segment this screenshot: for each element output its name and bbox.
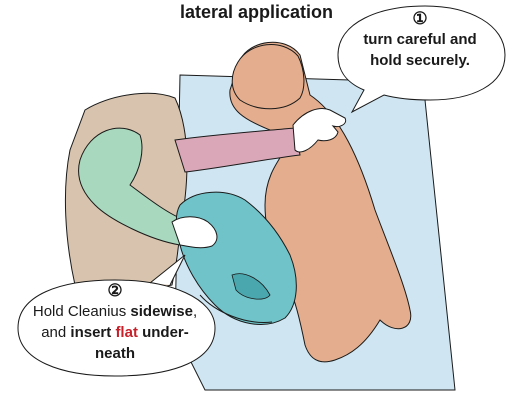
step-number-2: ② [20, 281, 210, 301]
bubble-2-emphasis-under: under- [138, 324, 189, 341]
bubble-2-line-2: and insert flat under- [20, 322, 210, 343]
bubble-2-text-and: and [41, 324, 70, 341]
bubble-2-text-c: , [193, 303, 197, 320]
bubble-2-emphasis-flat: flat [115, 324, 138, 341]
bubble-1-line-2: hold securely. [340, 50, 500, 71]
bubble-2-line-3: neath [20, 343, 210, 364]
bubble-2-line-1: Hold Cleanius sidewise, [20, 301, 210, 322]
bubble-2-emphasis-neath: neath [95, 345, 135, 362]
bubble-1-line-1: turn careful and [340, 29, 500, 50]
bubble-2-text: ② Hold Cleanius sidewise, and insert fla… [20, 281, 210, 364]
patient-head [232, 45, 304, 109]
bubble-2-text-a: Hold Cleanius [33, 303, 131, 320]
bubble-2-emphasis-sidewise: sidewise [130, 303, 193, 320]
step-number-1: ① [340, 9, 500, 29]
bubble-2-emphasis-insert: insert [70, 324, 115, 341]
bubble-1-text: ① turn careful and hold securely. [340, 9, 500, 71]
